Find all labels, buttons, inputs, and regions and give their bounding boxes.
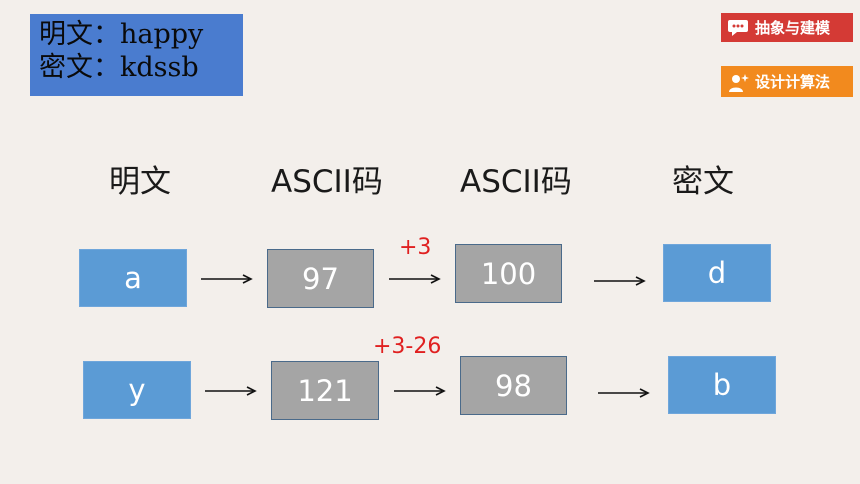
ascii-code-box: 121 <box>271 361 379 420</box>
ciphertext-line: 密文：kdssb <box>39 52 199 83</box>
user-sparkle-icon <box>727 72 749 92</box>
arrow-right-icon <box>394 386 446 396</box>
shifted-ascii-box: 100 <box>455 244 562 303</box>
header-ciphertext: 密文 <box>672 164 734 200</box>
ascii-code-box: 97 <box>267 249 374 308</box>
shift-operation-label: +3 <box>399 235 432 260</box>
plaintext-ciphertext-box: 明文：happy 密文：kdssb <box>30 14 243 96</box>
brand-badge-label: 抽象与建模 <box>755 19 831 37</box>
shifted-ascii-box: 98 <box>460 356 567 415</box>
topic-badge: 设计计算法 <box>721 66 853 97</box>
cipher-char-box: b <box>668 356 776 414</box>
header-ascii-2: ASCII码 <box>460 164 572 200</box>
arrow-right-icon <box>205 386 257 396</box>
arrow-right-icon <box>201 274 253 284</box>
shift-operation-label: +3-26 <box>373 334 442 359</box>
plain-char-box: a <box>79 249 187 307</box>
brand-badge: 抽象与建模 <box>721 13 853 42</box>
plaintext-line: 明文：happy <box>39 19 204 50</box>
header-plaintext: 明文 <box>109 164 171 200</box>
arrow-right-icon <box>598 388 650 398</box>
plain-char-box: y <box>83 361 191 419</box>
cipher-char-box: d <box>663 244 771 302</box>
topic-badge-label: 设计计算法 <box>755 73 831 91</box>
chat-bubble-icon <box>727 18 749 38</box>
arrow-right-icon <box>389 274 441 284</box>
header-ascii-1: ASCII码 <box>271 164 383 200</box>
arrow-right-icon <box>594 276 646 286</box>
